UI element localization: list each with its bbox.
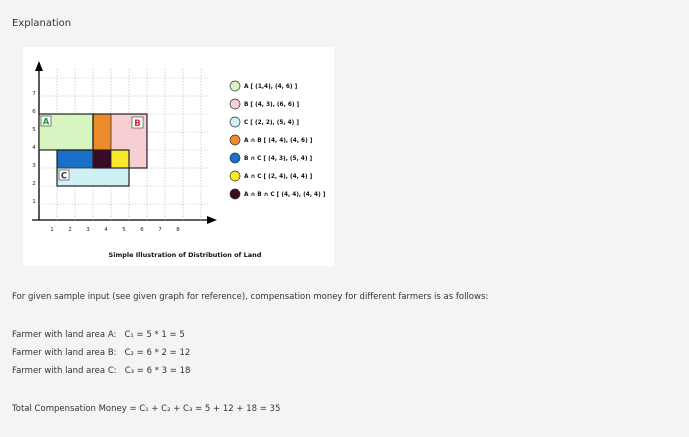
region-a-and-b-and-c (92, 149, 112, 169)
x-tick-label: 8 (176, 227, 180, 233)
label-box-a (40, 115, 52, 127)
y-tick-label: 2 (32, 181, 36, 187)
x-tick-label: 2 (68, 227, 72, 233)
x-axis-arrow-icon (207, 216, 217, 224)
land-grid-svg: A B C 1 2 3 4 5 6 7 8 1 2 3 4 5 6 7 A [ (1,4), (4, 6) … (32, 61, 326, 259)
region-a-and-b (92, 113, 112, 151)
figure-caption: Simple Illustration of Distribution of L… (109, 251, 262, 259)
legend-label: B [ (4, 3), (6, 6) ] (244, 102, 300, 108)
legend-label: B ∩ C [ (4, 3), (5, 4) ] (244, 156, 313, 162)
y-tick-label: 6 (32, 109, 36, 115)
y-tick-label: 7 (32, 91, 36, 97)
x-tick-label: 4 (104, 227, 108, 233)
legend-label: A [ (1,4), (4, 6) ] (244, 84, 298, 90)
farmer-line-c: Farmer with land area C: C₃ = 6 * 3 = 18 (12, 366, 190, 376)
legend-swatch (229, 80, 241, 92)
y-tick-label: 1 (32, 199, 36, 205)
farmer-a-label: Farmer with land area A: (12, 330, 117, 340)
x-tick-label: 5 (122, 227, 126, 233)
total-compensation: Total Compensation Money = C₁ + C₂ + C₃ … (12, 404, 281, 414)
legend-label: A ∩ C [ (2, 4), (4, 4) ] (244, 174, 313, 180)
intro-text: For given sample input (see given graph … (12, 292, 489, 302)
region-c-outline (56, 149, 130, 187)
y-axis-arrow-icon (35, 61, 43, 71)
region-b-outline (92, 113, 148, 169)
x-tick-label: 1 (50, 227, 54, 233)
legend-label: C [ (2, 2), (5, 4) ] (244, 120, 299, 126)
legend-swatch (229, 134, 241, 146)
land-distribution-figure: A B C 1 2 3 4 5 6 7 8 1 2 3 4 5 6 7 A [ (1,4), (4, 6) … (23, 47, 334, 266)
region-a-and-c (56, 149, 94, 169)
legend-label: A ∩ B [ (4, 4), (4, 6) ] (244, 138, 313, 144)
region-label-b: B (134, 119, 140, 129)
region-label-a: A (43, 118, 50, 128)
y-tick-label: 3 (32, 163, 36, 169)
x-tick-label: 7 (158, 227, 162, 233)
farmer-b-formula: C₂ = 6 * 2 = 12 (124, 348, 191, 358)
farmer-b-label: Farmer with land area B: (12, 348, 117, 358)
section-heading: Explanation (12, 18, 72, 29)
x-tick-label: 3 (86, 227, 90, 233)
y-tick-label: 5 (32, 127, 36, 133)
legend-label: A ∩ B ∩ C [ (4, 4), (4, 4) ] (244, 192, 326, 198)
legend-swatch (229, 116, 241, 128)
region-label-c: C (61, 172, 67, 182)
label-box-c (58, 169, 70, 181)
x-tick-label: 6 (140, 227, 144, 233)
farmer-line-b: Farmer with land area B: C₂ = 6 * 2 = 12 (12, 348, 190, 358)
legend-swatch (229, 98, 241, 110)
legend-swatch (229, 170, 241, 182)
farmer-c-formula: C₃ = 6 * 3 = 18 (124, 366, 191, 376)
farmer-c-label: Farmer with land area C: (12, 366, 117, 376)
legend: A [ (1,4), (4, 6) ] B [ (4, 3), (6, 6) ] C… (229, 80, 326, 200)
legend-swatch (229, 152, 241, 164)
label-box-b (131, 116, 144, 129)
tick-labels: 1 2 3 4 5 6 7 8 1 2 3 4 5 6 7 (32, 91, 180, 233)
y-tick-label: 4 (32, 145, 36, 151)
farmer-a-formula: C₁ = 5 * 1 = 5 (124, 330, 185, 340)
farmer-line-a: Farmer with land area A: C₁ = 5 * 1 = 5 (12, 330, 185, 340)
legend-swatch (229, 188, 241, 200)
